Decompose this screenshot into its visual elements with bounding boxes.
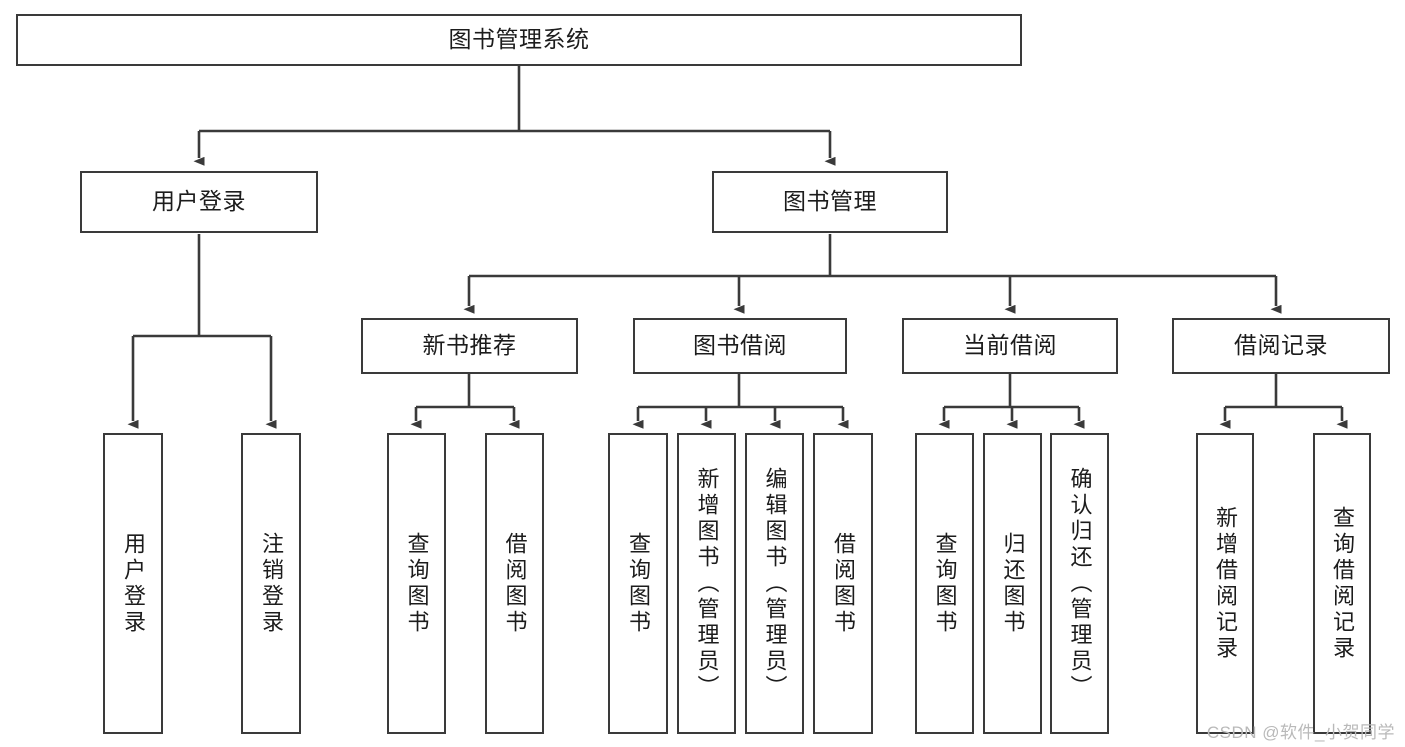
node-book-management-label: 图书管理 (783, 188, 877, 215)
leaf-new-book-borrow[interactable]: 借阅图书 (485, 433, 544, 734)
node-current-borrow-label: 当前借阅 (963, 332, 1057, 359)
leaf-records-query-record[interactable]: 查询借阅记录 (1313, 433, 1371, 734)
node-user-login-label: 用户登录 (152, 188, 246, 215)
leaf-label: 归还图书 (1000, 531, 1026, 636)
leaf-new-book-query[interactable]: 查询图书 (387, 433, 446, 734)
node-book-borrow-label: 图书借阅 (693, 332, 787, 359)
leaf-current-confirm-return-admin[interactable]: 确认归还（管理员） (1050, 433, 1109, 734)
leaf-label: 用户登录 (121, 531, 146, 636)
leaf-borrow-add-book-admin[interactable]: 新增图书（管理员） (677, 433, 736, 734)
leaf-borrow-edit-book-admin[interactable]: 编辑图书（管理员） (745, 433, 804, 734)
node-borrow-records[interactable]: 借阅记录 (1172, 318, 1390, 374)
node-user-login[interactable]: 用户登录 (80, 171, 318, 233)
leaf-label: 编辑图书（管理员） (762, 466, 788, 701)
node-book-borrow[interactable]: 图书借阅 (633, 318, 847, 374)
leaf-label: 查询图书 (404, 531, 430, 636)
leaf-current-return-book[interactable]: 归还图书 (983, 433, 1042, 734)
node-root[interactable]: 图书管理系统 (16, 14, 1022, 66)
leaf-current-query-book[interactable]: 查询图书 (915, 433, 974, 734)
leaf-borrow-query-book[interactable]: 查询图书 (608, 433, 668, 734)
leaf-label: 借阅图书 (831, 531, 856, 636)
leaf-label: 查询借阅记录 (1330, 505, 1355, 662)
leaf-label: 借阅图书 (502, 531, 528, 636)
leaf-label: 确认归还（管理员） (1067, 466, 1093, 701)
leaf-label: 查询图书 (932, 531, 958, 636)
node-root-label: 图书管理系统 (448, 26, 590, 53)
leaf-user-login-logout[interactable]: 注销登录 (241, 433, 301, 734)
node-book-management[interactable]: 图书管理 (712, 171, 948, 233)
leaf-borrow-borrow-book[interactable]: 借阅图书 (813, 433, 873, 734)
leaf-label: 查询图书 (626, 531, 651, 636)
leaf-label: 新增借阅记录 (1213, 505, 1238, 662)
node-new-book-recommend-label: 新书推荐 (422, 332, 517, 359)
node-current-borrow[interactable]: 当前借阅 (902, 318, 1118, 374)
leaf-user-login-login[interactable]: 用户登录 (103, 433, 163, 734)
node-borrow-records-label: 借阅记录 (1234, 332, 1328, 359)
watermark: CSDN @软件_小贺同学 (1206, 723, 1395, 742)
node-new-book-recommend[interactable]: 新书推荐 (361, 318, 578, 374)
leaf-label: 新增图书（管理员） (694, 466, 720, 701)
leaf-label: 注销登录 (259, 531, 284, 636)
leaf-records-add-record[interactable]: 新增借阅记录 (1196, 433, 1254, 734)
